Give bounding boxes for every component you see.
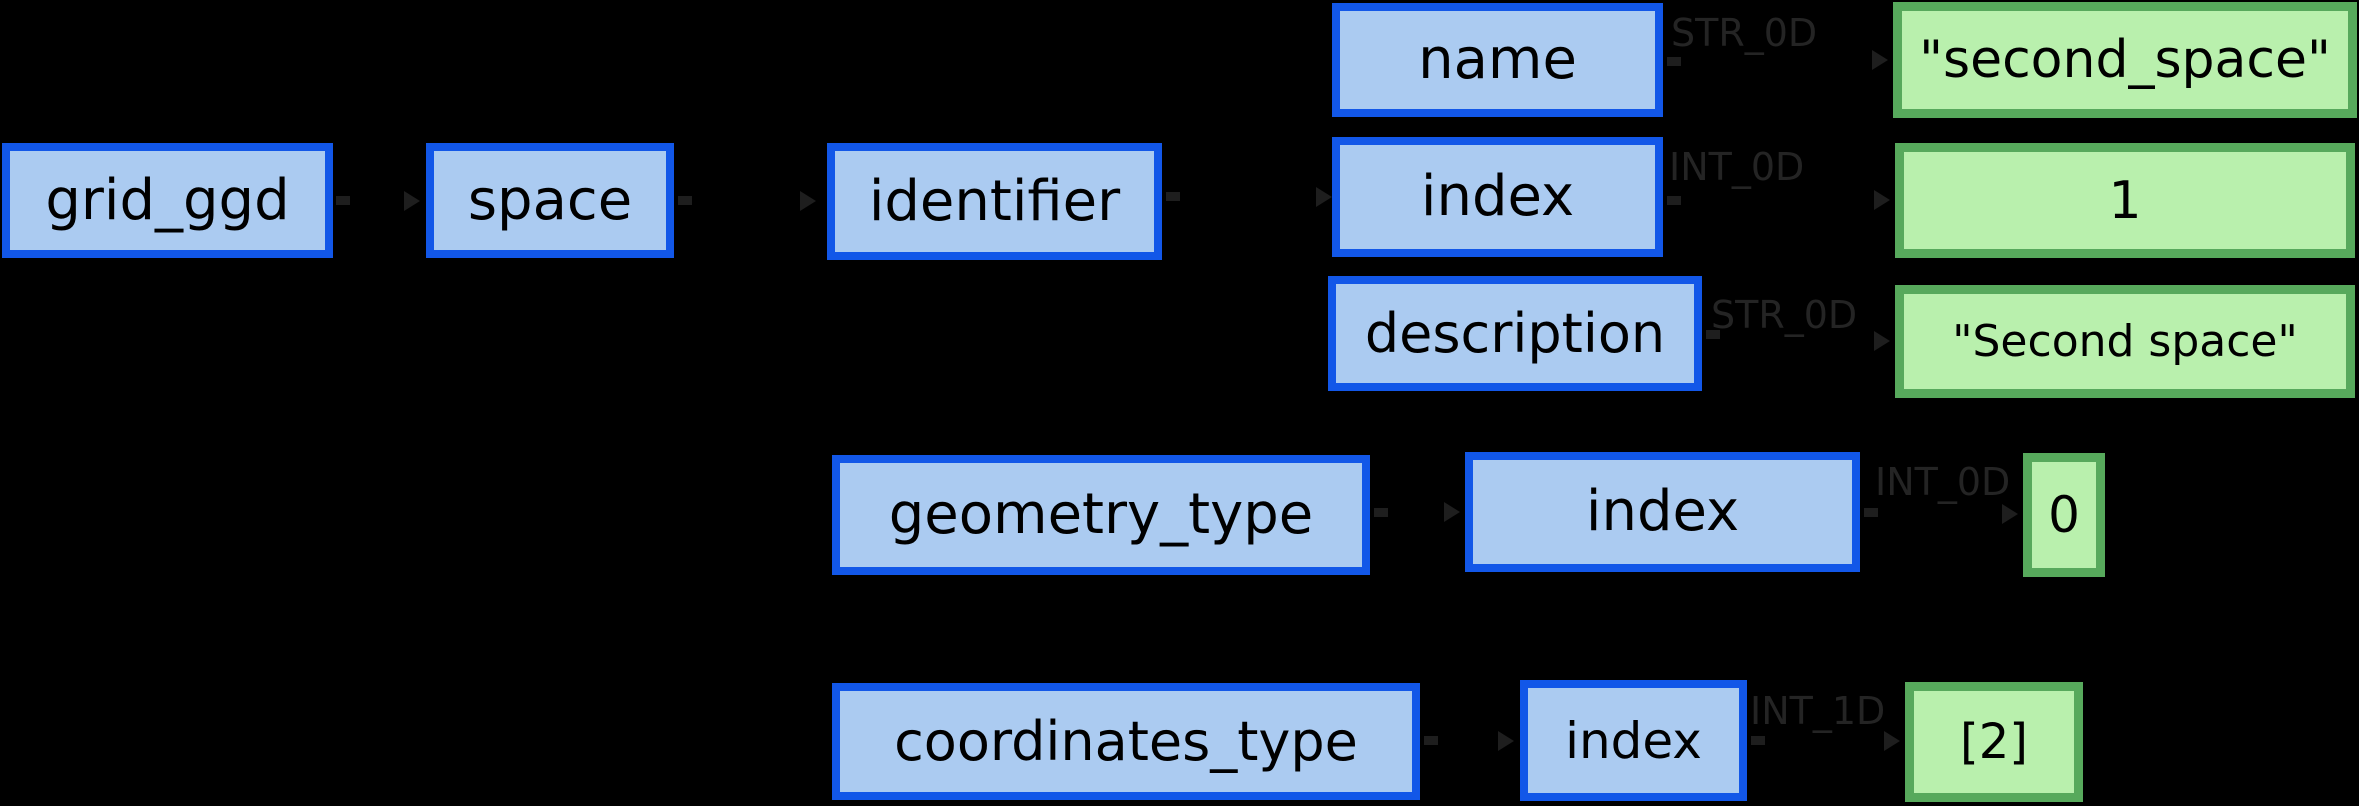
edge-stub <box>1751 736 1765 745</box>
value-name: "second_space" <box>1893 2 2357 118</box>
edge-arrowhead-icon <box>1874 190 1890 210</box>
node-index-geometry: index <box>1465 452 1860 572</box>
value-index-geometry: 0 <box>2023 453 2105 577</box>
edge-arrowhead-icon <box>1884 731 1900 751</box>
edge-stub <box>678 196 692 205</box>
edge-stub <box>1374 508 1388 517</box>
edge-arrowhead-icon <box>1444 502 1460 522</box>
edge-arrowhead-icon <box>1316 187 1332 207</box>
node-name: name <box>1332 3 1663 117</box>
node-index-coordinates: index <box>1520 680 1747 801</box>
edge-arrowhead-icon <box>1874 331 1890 351</box>
node-grid-ggd: grid_ggd <box>2 143 333 258</box>
edge-stub <box>336 196 350 205</box>
value-index-coordinates: [2] <box>1905 682 2083 802</box>
edge-label-int0d-index: INT_0D <box>1669 145 1805 189</box>
node-geometry-type: geometry_type <box>832 455 1370 575</box>
edge-label-int0d-geometry-index: INT_0D <box>1875 460 2011 504</box>
edge-stub <box>1667 196 1681 205</box>
edge-stub <box>1424 736 1438 745</box>
node-description: description <box>1328 276 1702 391</box>
edge-arrowhead-icon <box>1498 731 1514 751</box>
value-index-identifier: 1 <box>1895 143 2355 258</box>
edge-arrowhead-icon <box>2002 504 2018 524</box>
edge-arrowhead-icon <box>1872 50 1888 70</box>
edge-label-str0d-name: STR_0D <box>1671 11 1818 55</box>
node-index-identifier: index <box>1332 137 1663 257</box>
edge-arrowhead-icon <box>404 191 420 211</box>
edge-label-int1d-coordinates-index: INT_1D <box>1750 689 1886 733</box>
edge-stub <box>1166 192 1180 201</box>
node-coordinates-type: coordinates_type <box>832 683 1420 800</box>
edge-stub <box>1667 57 1681 66</box>
value-description: "Second space" <box>1895 285 2355 398</box>
edge-stub <box>1864 508 1878 517</box>
node-space: space <box>426 143 674 258</box>
edge-label-str0d-description: STR_0D <box>1711 293 1858 337</box>
edge-stub <box>1706 330 1720 339</box>
edge-arrowhead-icon <box>800 191 816 211</box>
node-identifier: identifier <box>827 143 1162 260</box>
